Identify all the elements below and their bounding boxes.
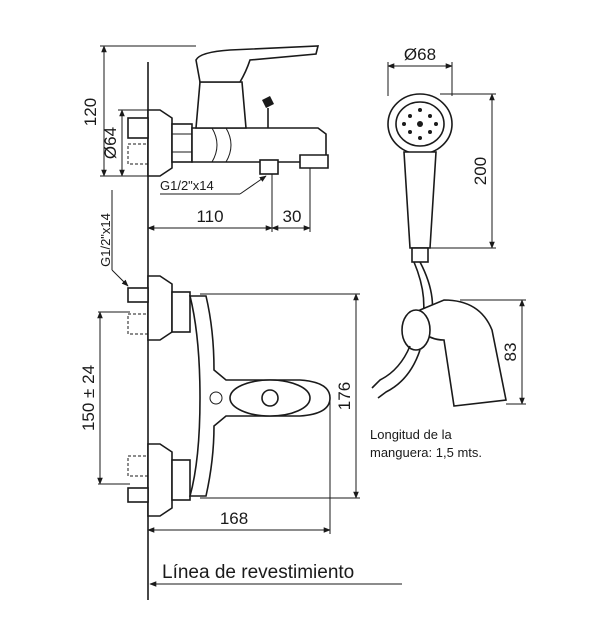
dim-top-diameter: Ø64 (101, 127, 120, 159)
dim-width-body: 110 (196, 207, 223, 226)
dim-shower-length: 200 (471, 157, 490, 185)
dim-shower-diameter: Ø68 (404, 45, 436, 64)
hose-note-line2: manguera: 1,5 mts. (370, 445, 482, 460)
hose-note-line1: Longitud de la (370, 427, 452, 442)
dim-top-height: 120 (81, 98, 100, 126)
dim-thread-side: G1/2"x14 (98, 213, 113, 267)
dim-front-width: 168 (220, 509, 248, 528)
dim-front-height: 176 (335, 382, 354, 410)
faucet-side-view (127, 45, 329, 177)
wall-label: Línea de revestimiento (162, 562, 354, 583)
dim-holder-height: 83 (501, 343, 520, 362)
dim-width-spout: 30 (283, 207, 302, 226)
hand-shower (387, 93, 453, 331)
dim-spacing: 150 ± 24 (79, 365, 98, 431)
dim-thread-top: G1/2"x14 (160, 178, 214, 193)
shower-holder (371, 299, 507, 407)
faucet-front-view (127, 275, 331, 517)
